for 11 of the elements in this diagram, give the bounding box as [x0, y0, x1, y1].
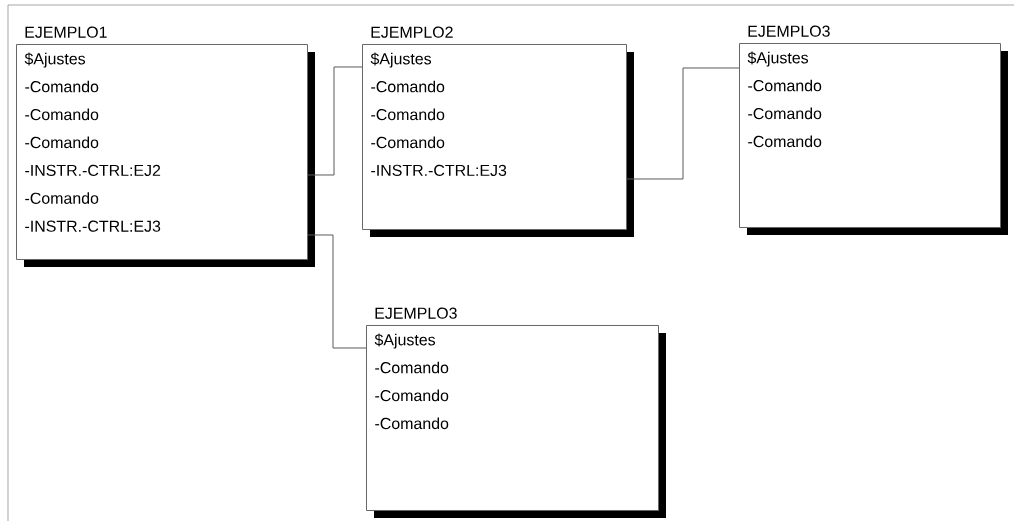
connector-line	[626, 67, 740, 180]
list-box: $Ajustes -Comando -Comando -Comando	[366, 325, 666, 518]
heading: EJEMPLO2	[371, 26, 453, 38]
list-box: $Ajustes -Comando -Comando -Comando	[739, 43, 1008, 235]
connector-line	[307, 234, 367, 349]
list-box: $Ajustes -Comando -Comando -Comando -INSTR.-CTRL:EJ2 -Comando -INSTR.-CTRL:EJ3	[16, 44, 315, 267]
heading: EJEMPLO3	[375, 307, 457, 319]
heading: EJEMPLO3	[748, 25, 830, 37]
connector-line	[307, 66, 363, 176]
list-box: $Ajustes -Comando -Comando -Comando -INSTR.-CTRL:EJ3	[362, 44, 634, 237]
heading: EJEMPLO1	[25, 26, 107, 38]
